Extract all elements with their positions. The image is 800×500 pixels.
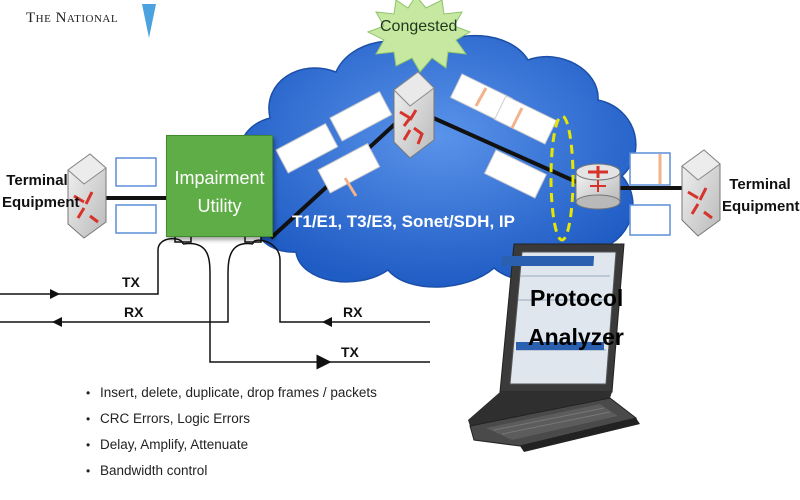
terminal-right-line2: Equipment	[722, 198, 800, 215]
feature-item: CRC Errors, Logic Errors	[86, 409, 377, 435]
logo-text: The National	[26, 10, 119, 26]
rx-right-label: RX	[343, 304, 363, 320]
feature-list: Insert, delete, duplicate, drop frames /…	[86, 383, 377, 487]
arrow-tx-bottom	[320, 357, 330, 367]
laptop-icon	[468, 243, 640, 452]
terminal-left-line2: Equipment	[2, 194, 80, 211]
arrow-rx-left	[52, 317, 62, 327]
rx-left-label: RX	[124, 304, 144, 320]
packets-cloud-left	[275, 91, 393, 197]
protocol-label: Protocol	[530, 285, 624, 311]
feature-item: Delay, Amplify, Attenuate	[86, 435, 377, 461]
logo-mark-icon	[142, 4, 156, 38]
packets-cloud-right	[449, 73, 558, 199]
edge-router-icon	[575, 163, 621, 210]
terminal-right-label: Terminal Equipment	[722, 174, 800, 218]
packets-right	[629, 152, 671, 236]
terminal-right-line1: Terminal	[729, 176, 791, 193]
core-router-icon	[393, 71, 435, 159]
terminal-left-line1: Terminal	[6, 172, 68, 189]
analyzer-label: Analyzer	[528, 324, 624, 350]
signal-paths	[0, 237, 430, 370]
network-types-label: T1/E1, T3/E3, Sonet/SDH, IP	[292, 212, 515, 231]
terminal-left-device-icon	[67, 153, 107, 239]
feature-item: Bandwidth control	[86, 461, 377, 487]
arrow-rx-right	[322, 317, 332, 327]
feature-item: Insert, delete, duplicate, drop frames /…	[86, 383, 377, 409]
impairment-line1: Impairment	[174, 168, 265, 188]
arrow-tx-top	[50, 289, 60, 299]
impairment-utility-box: Impairment Utility	[166, 135, 273, 237]
network-cloud	[239, 34, 637, 288]
packets-left	[115, 157, 157, 234]
tap-ellipse	[549, 114, 575, 242]
impairment-line2: Utility	[197, 196, 242, 216]
terminal-right-device-icon	[681, 149, 721, 237]
congested-label: Congested	[380, 18, 458, 35]
terminal-left-label: Terminal Equipment	[2, 170, 80, 214]
tx-top-label: TX	[122, 274, 140, 290]
congestion-burst	[366, 0, 472, 73]
tx-bottom-label: TX	[341, 344, 359, 360]
